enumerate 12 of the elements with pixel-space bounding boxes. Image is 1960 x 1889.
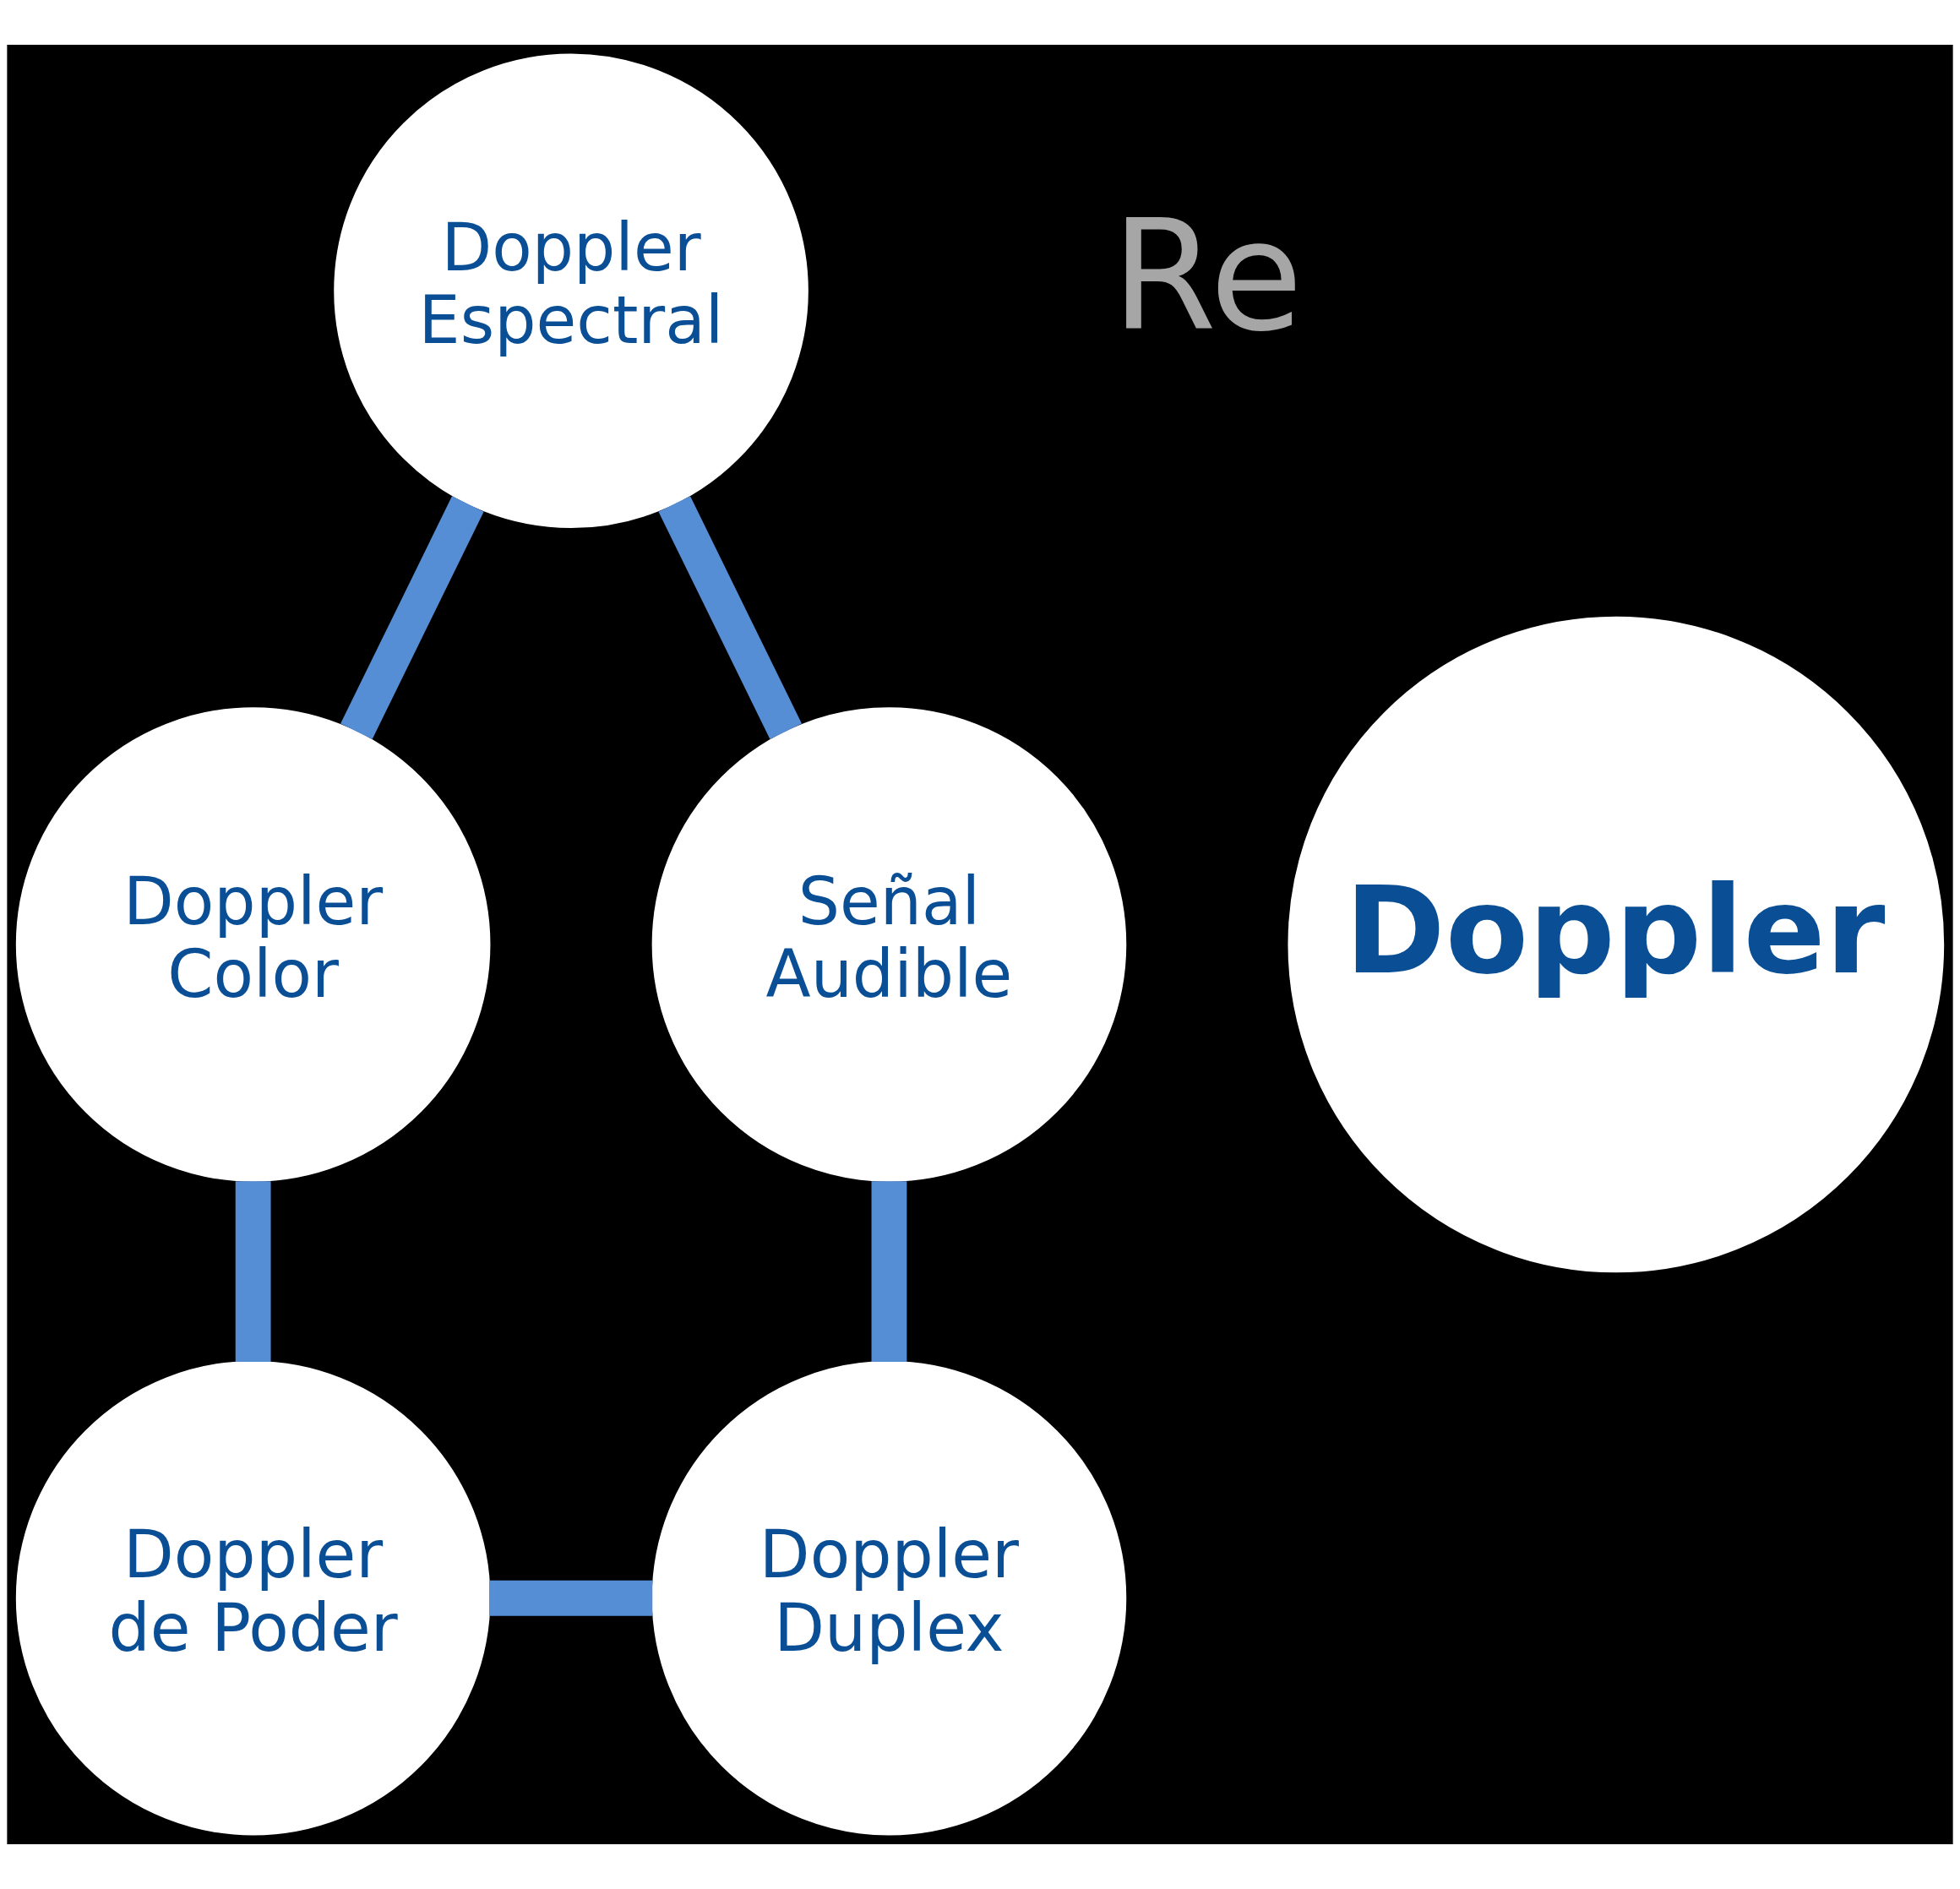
connector xyxy=(235,1181,271,1362)
node-circle: Doppler Espectral xyxy=(334,53,808,529)
node-circle: Doppler de Poder xyxy=(15,1360,491,1836)
connector xyxy=(489,1580,653,1616)
node-circle: Doppler Duplex xyxy=(651,1360,1127,1836)
connector xyxy=(871,1181,907,1362)
connector xyxy=(340,496,484,739)
node-circle: Doppler xyxy=(1288,616,1945,1273)
node-circle: Doppler Color xyxy=(15,707,491,1182)
label: Re xyxy=(1111,188,1304,365)
node-circle: Señal Audible xyxy=(651,707,1127,1182)
connector xyxy=(658,496,802,739)
